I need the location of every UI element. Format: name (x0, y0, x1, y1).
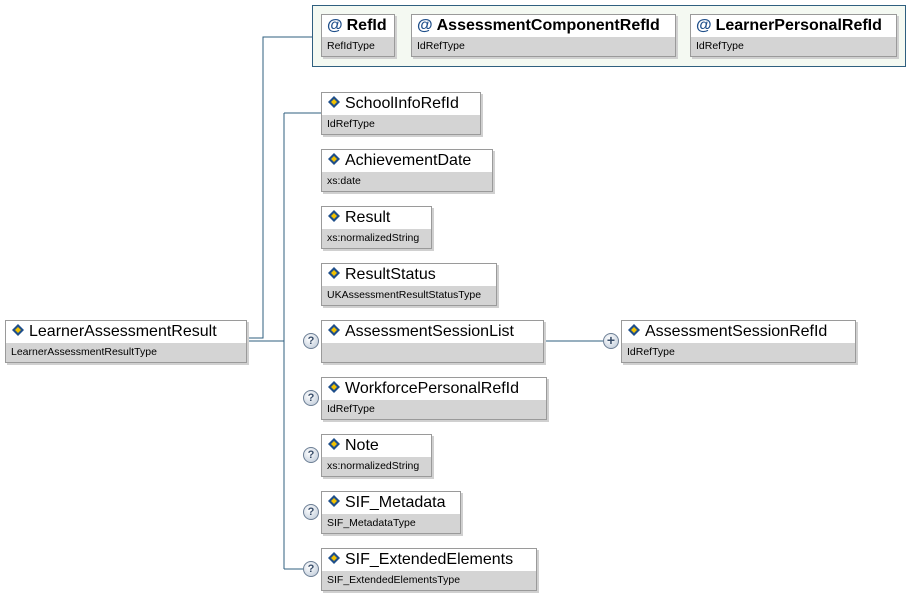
optional-icon: ? (303, 447, 319, 463)
child-type: UKAssessmentResultStatusType (322, 286, 496, 305)
root-element-name: LearnerAssessmentResult (29, 323, 217, 340)
child-name: SIF_ExtendedElements (345, 551, 514, 568)
child-type: IdRefType (322, 400, 546, 419)
child-name: WorkforcePersonalRefId (345, 380, 519, 397)
child-node-resultstatus[interactable]: ResultStatus UKAssessmentResultStatusTyp… (321, 263, 497, 306)
at-icon: @ (327, 17, 343, 34)
grandchild-type: IdRefType (622, 343, 855, 362)
child-name: SIF_Metadata (345, 494, 446, 511)
root-element-node[interactable]: LearnerAssessmentResult LearnerAssessmen… (5, 320, 247, 363)
child-name: ResultStatus (345, 266, 436, 283)
attribute-node-assessmentcomponentrefid[interactable]: @AssessmentComponentRefId IdRefType (411, 14, 676, 57)
element-icon (327, 380, 341, 399)
element-icon (627, 323, 641, 342)
attribute-name: RefId (346, 17, 387, 34)
element-icon (327, 437, 341, 456)
attribute-node-refid[interactable]: @RefId RefIdType (321, 14, 395, 57)
attribute-type: RefIdType (322, 37, 394, 56)
element-icon (327, 323, 341, 342)
child-node-note[interactable]: Note xs:normalizedString (321, 434, 432, 477)
child-name: AchievementDate (345, 152, 472, 169)
attribute-name: LearnerPersonalRefId (715, 17, 882, 34)
at-icon: @ (696, 17, 712, 34)
child-node-schoolinforefid[interactable]: SchoolInfoRefId IdRefType (321, 92, 481, 135)
child-node-workforcepersonalrefid[interactable]: WorkforcePersonalRefId IdRefType (321, 377, 547, 420)
expand-icon[interactable]: + (603, 333, 619, 349)
child-name: Note (345, 437, 379, 454)
element-icon (327, 152, 341, 171)
element-icon (327, 209, 341, 228)
child-type: IdRefType (322, 115, 480, 134)
grandchild-name: AssessmentSessionRefId (645, 323, 828, 340)
attribute-type: IdRefType (412, 37, 675, 56)
root-element-type: LearnerAssessmentResultType (6, 343, 246, 362)
element-icon (327, 95, 341, 114)
child-node-result[interactable]: Result xs:normalizedString (321, 206, 432, 249)
child-type: SIF_ExtendedElementsType (322, 571, 536, 590)
child-type: SIF_MetadataType (322, 514, 460, 533)
child-type (322, 343, 543, 362)
element-icon (327, 266, 341, 285)
optional-icon: ? (303, 390, 319, 406)
attribute-type: IdRefType (691, 37, 896, 56)
element-icon (327, 494, 341, 513)
attribute-node-learnerpersonalrefid[interactable]: @LearnerPersonalRefId IdRefType (690, 14, 897, 57)
child-name: AssessmentSessionList (345, 323, 514, 340)
attributes-group: @RefId RefIdType @AssessmentComponentRef… (312, 5, 906, 67)
optional-icon: ? (303, 561, 319, 577)
child-name: SchoolInfoRefId (345, 95, 459, 112)
child-type: xs:normalizedString (322, 457, 431, 476)
child-type: xs:date (322, 172, 492, 191)
child-name: Result (345, 209, 391, 226)
child-node-sif-metadata[interactable]: SIF_Metadata SIF_MetadataType (321, 491, 461, 534)
child-type: xs:normalizedString (322, 229, 431, 248)
element-icon (327, 551, 341, 570)
child-node-sif-extendedelements[interactable]: SIF_ExtendedElements SIF_ExtendedElement… (321, 548, 537, 591)
child-node-assessmentsessionlist[interactable]: AssessmentSessionList (321, 320, 544, 363)
at-icon: @ (417, 17, 433, 34)
attribute-name: AssessmentComponentRefId (436, 17, 660, 34)
child-node-achievementdate[interactable]: AchievementDate xs:date (321, 149, 493, 192)
optional-icon: ? (303, 504, 319, 520)
grandchild-node-assessmentsessionrefid[interactable]: AssessmentSessionRefId IdRefType (621, 320, 856, 363)
optional-icon: ? (303, 333, 319, 349)
element-icon (11, 323, 25, 342)
